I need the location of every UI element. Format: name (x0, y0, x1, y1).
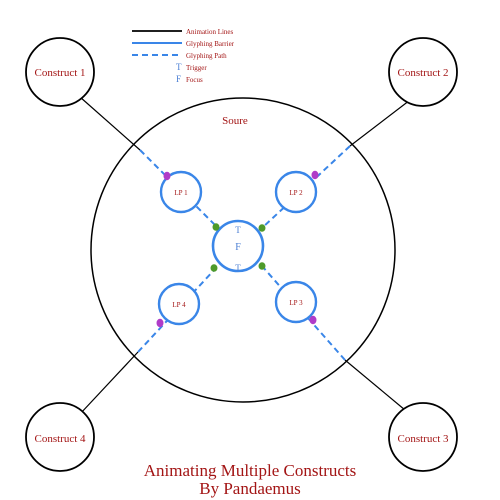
lp-node-4-label: LP 4 (172, 301, 186, 309)
lp-node-3: LP 3 (274, 280, 318, 324)
construct-1: Construct 1 (25, 37, 95, 107)
construct-3-circle (388, 402, 458, 472)
lp-node-1: LP 1 (159, 170, 203, 214)
focus-bottom-trigger-label: T (235, 263, 241, 273)
animation-lines (79, 96, 415, 415)
purple-marker-lp4 (156, 318, 164, 328)
construct-1-circle (25, 37, 95, 107)
legend-focus-symbol: F (176, 74, 181, 84)
legend-label-glyphing-path: Glyphing Path (186, 52, 227, 60)
purple-marker-lp3 (309, 315, 317, 325)
source-label: Soure (222, 115, 248, 127)
diagram-title: Animating Multiple Constructs (144, 461, 357, 480)
focus-top-trigger-label: T (235, 225, 241, 235)
animation-line-4 (79, 351, 139, 415)
legend-label-trigger: Trigger (186, 64, 207, 72)
focus-label: F (235, 242, 241, 253)
lp-node-2: LP 2 (274, 170, 318, 214)
legend-trigger-symbol: T (176, 62, 182, 72)
animation-line-3 (344, 359, 406, 411)
construct-4: Construct 4 (25, 402, 95, 472)
lp-node-2-label: LP 2 (289, 189, 303, 197)
purple-marker-lp2 (311, 170, 319, 180)
legend-label-focus: Focus (186, 76, 203, 84)
construct-4-circle (25, 402, 95, 472)
lp-node-4: LP 4 (157, 282, 201, 326)
lp-node-1-circle (159, 170, 203, 214)
construct-2-circle (388, 37, 458, 107)
animation-line-2 (349, 96, 415, 147)
green-marker-lp3 (258, 262, 266, 270)
animation-line-1 (79, 96, 141, 151)
green-marker-lp2 (258, 224, 266, 232)
lp-node-1-label: LP 1 (174, 189, 188, 197)
green-marker-lp1 (212, 223, 220, 231)
construct-3-label: Construct 3 (397, 433, 449, 445)
green-markers (210, 223, 266, 272)
legend-label-animation-lines: Animation Lines (186, 28, 234, 36)
lp-node-3-label: LP 3 (289, 299, 303, 307)
construct-2-label: Construct 2 (397, 67, 448, 79)
green-marker-lp4 (210, 264, 218, 272)
lp-node-2-circle (274, 170, 318, 214)
construct-4-label: Construct 4 (34, 433, 86, 445)
legend-label-glyphing-barrier: Glyphing Barrier (186, 40, 235, 48)
purple-markers (156, 170, 319, 328)
legend: Animation Lines Glyphing Barrier Glyphin… (132, 28, 235, 84)
focus-node: T F T (211, 219, 265, 273)
lp-node-3-circle (274, 280, 318, 324)
focus-circle (211, 219, 265, 273)
diagram-subtitle: By Pandaemus (199, 479, 301, 498)
purple-marker-lp1 (163, 171, 171, 181)
source-circle (90, 97, 396, 403)
glyphing-path-4 (137, 267, 217, 353)
lp-node-4-circle (157, 282, 201, 326)
construct-1-label: Construct 1 (34, 67, 85, 79)
construct-2: Construct 2 (388, 37, 458, 107)
construct-3: Construct 3 (388, 402, 458, 472)
